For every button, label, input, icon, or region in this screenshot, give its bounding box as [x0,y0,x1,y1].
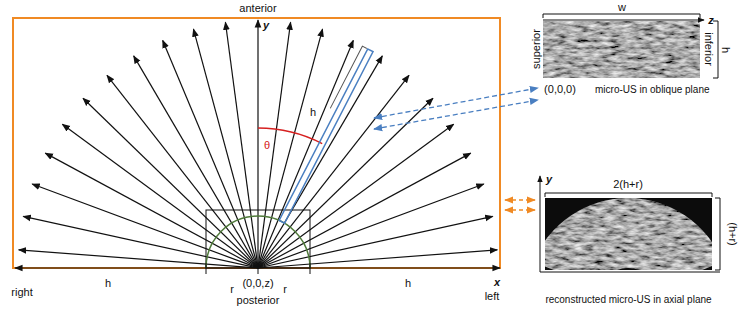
axis-label: inferior [703,32,715,66]
axis-label: h [105,277,111,289]
axial-image [545,198,712,270]
axis-label: h [720,47,732,53]
tick [206,263,207,274]
axis-label: r [283,283,287,295]
dashed-arrow [505,199,535,200]
ray-arrow [225,22,258,268]
axis-label: (0,0,z) [242,277,273,289]
axis-label: y [263,19,269,31]
axis-label: superior [530,29,542,69]
axis-label: w [618,1,626,13]
oblique-image [543,21,700,78]
base-axis [540,272,720,273]
axis-label: anterior [239,2,276,14]
probe-box [206,210,310,268]
width-bracket [545,193,712,197]
axis-label: h [405,277,411,289]
ray-arrow [258,216,493,268]
ray-fan [19,20,498,268]
ray-arrow [83,98,258,268]
axial-frame [13,18,500,268]
geometry-marks [206,46,373,268]
axis-label: r [230,283,234,295]
dashed-arrow [374,88,538,118]
height-bracket [715,198,720,270]
panel-caption: micro-US in oblique plane [595,84,710,95]
axis-label: left [485,290,500,302]
ray-arrow [258,40,353,268]
z-axis [543,20,704,21]
axis-label: (h+r) [727,222,739,246]
ray-arrow [257,20,258,268]
tick [310,263,311,274]
ray-arrow [134,56,258,268]
axis-label: posterior [237,294,280,306]
oblique-plane [279,49,373,223]
axis-label: x [494,276,500,288]
y-axis [540,176,541,272]
ray-arrow [45,153,258,268]
length-bracket [330,46,367,110]
ray-arrow [258,22,291,268]
ray-arrow [258,29,323,268]
ray-arrow [193,29,258,268]
axis-label: z [708,14,714,26]
axis-label: (0,0,0) [544,83,576,95]
image-panel: reconstructed micro-US in axial plane [545,198,712,270]
ultrasound-sector [545,198,712,270]
dashed-arrow [374,100,538,129]
tick [258,263,259,274]
axis-label: 2(h+r) [613,178,643,190]
axis-label: h [309,106,317,118]
ray-arrow [258,250,497,268]
oblique-image-ground [543,21,700,78]
ray-arrow [62,124,258,268]
ray-arrow [19,250,258,268]
axis-label: right [11,286,32,298]
ray-arrow [163,40,258,268]
width-bracket [543,14,700,18]
axis-label: y [546,173,552,185]
axis-label: θ [263,139,271,151]
ray-arrow [258,56,382,268]
ray-arrow [258,153,471,268]
dashed-arrow [505,209,535,210]
probe-arc [206,216,310,268]
panel-caption: reconstructed micro-US in axial plane [545,294,711,305]
image-panel: micro-US in oblique plane [543,21,700,78]
ray-arrow [258,75,409,268]
ray-arrow [107,75,258,268]
ray-arrow [32,184,258,268]
